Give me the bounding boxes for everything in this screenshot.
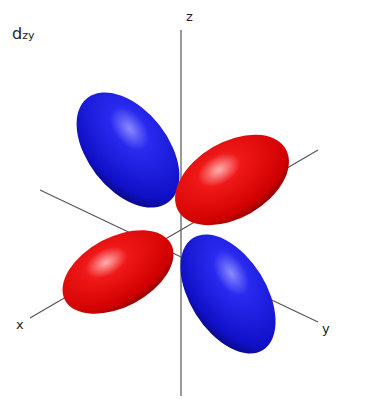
axis-label: x — [16, 318, 24, 331]
red-lobe — [159, 116, 304, 244]
orbital-title: dzy — [12, 26, 34, 42]
axis-label: y — [322, 322, 330, 335]
blue-lobe — [161, 218, 295, 370]
axes — [30, 30, 318, 396]
axis-label: z — [186, 10, 193, 23]
red-lobe — [49, 213, 188, 331]
